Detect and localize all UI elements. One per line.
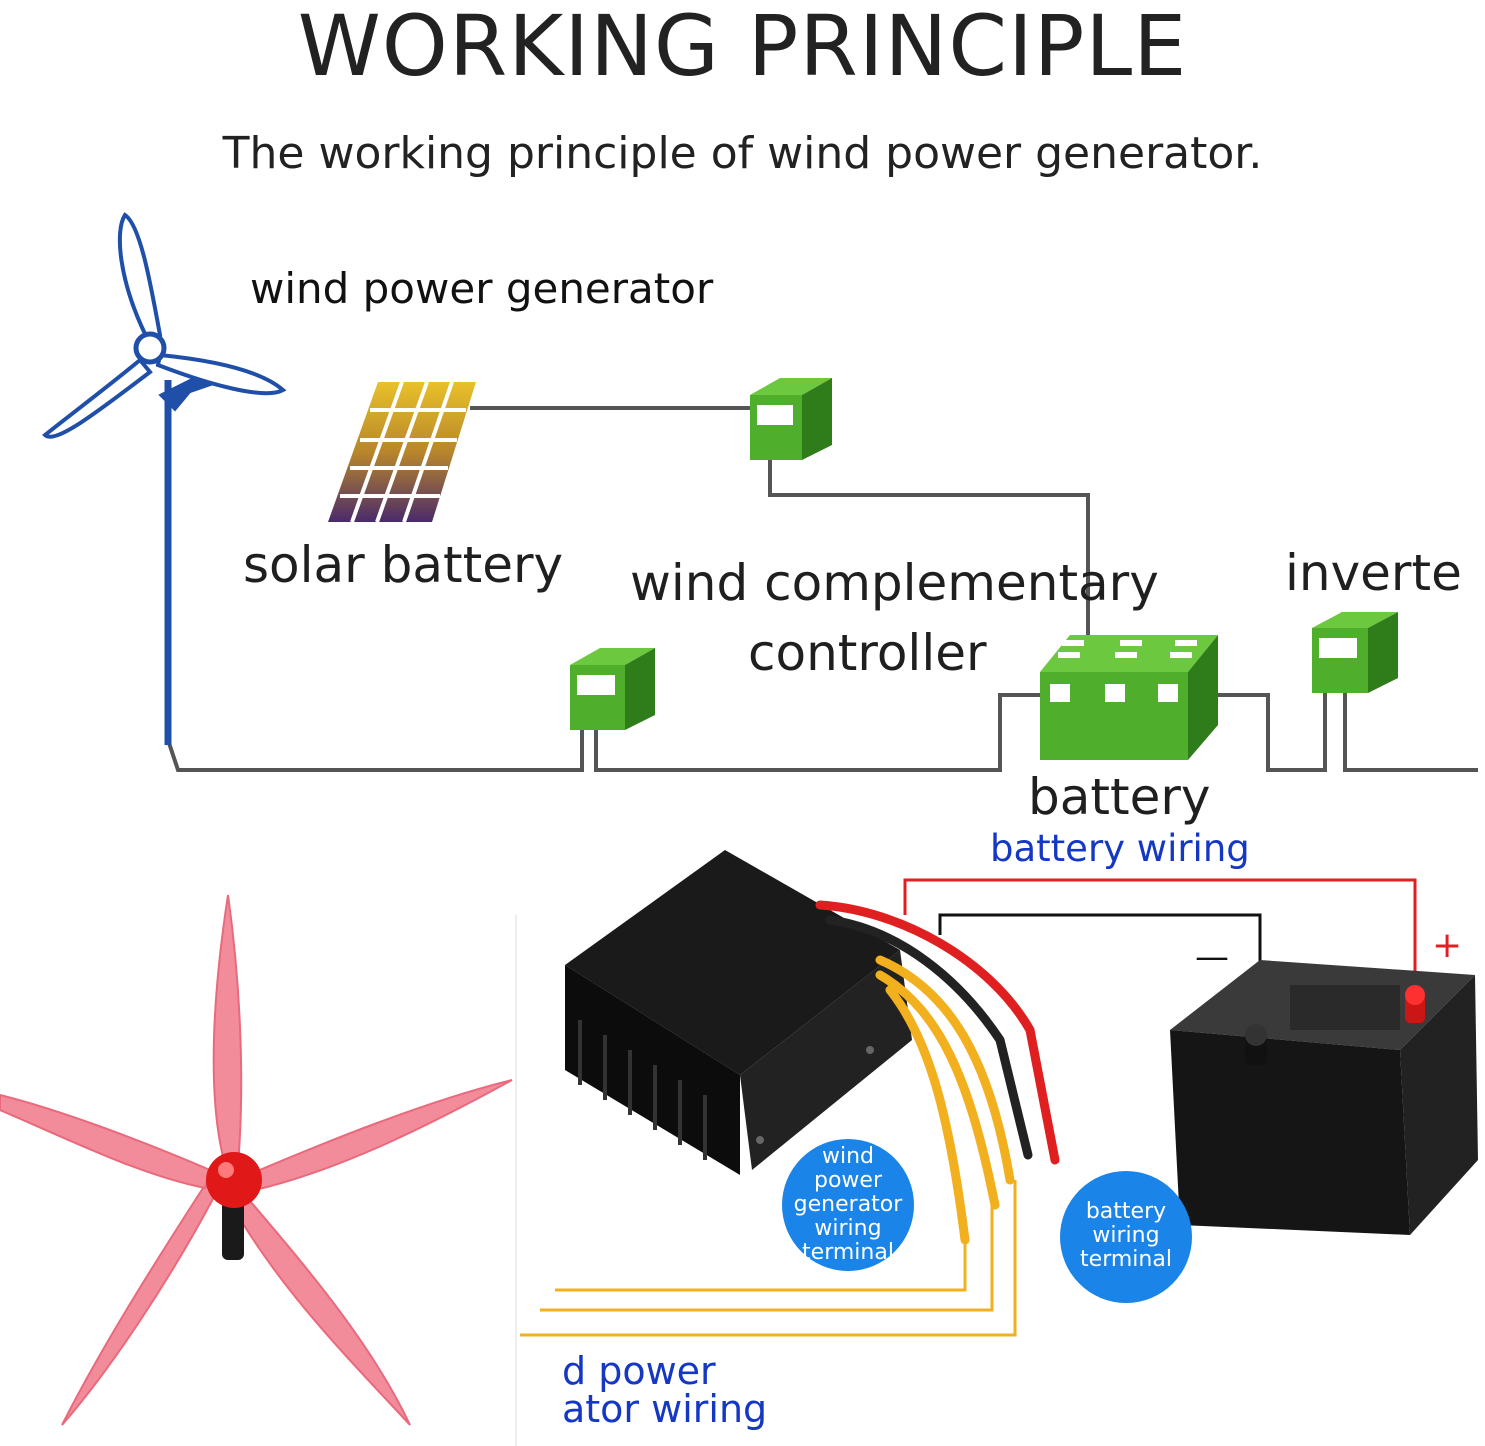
plus-sign: + (1432, 925, 1463, 966)
solar-panel-icon (328, 381, 476, 523)
controller-label-line1: wind complementary (630, 554, 1159, 612)
wind-turbine-icon (41, 212, 287, 745)
battery-icon (1040, 635, 1218, 760)
battery-terminal-badge-text: battery wiring terminal (1066, 1200, 1186, 1272)
page-title: WORKING PRINCIPLE (297, 0, 1188, 95)
badge-line: terminal (1080, 1247, 1172, 1272)
system-wiring (166, 406, 1478, 772)
badge-line: wiring (814, 1216, 882, 1241)
badge-line: generator (793, 1192, 903, 1217)
battery-wiring-label: battery wiring (990, 827, 1250, 870)
inverter-box-left-icon (570, 648, 655, 730)
badge-line: power (814, 1168, 882, 1193)
inverter-label: inverte (1285, 544, 1462, 602)
wind-generator-label: wind power generator (250, 264, 714, 313)
controller-wires (815, 900, 1060, 1245)
controller-label-line2: controller (748, 624, 987, 682)
generator-wiring-label-line2: ator wiring (562, 1387, 768, 1431)
inverter-box-right-icon (1312, 612, 1398, 693)
minus-sign: — (1195, 937, 1229, 977)
generator-wiring-label-line1: d power (562, 1349, 716, 1393)
generator-terminal-badge-text: wind power generator wiring terminal (788, 1145, 908, 1265)
badge-line: battery (1085, 1199, 1167, 1224)
page-subtitle: The working principle of wind power gene… (222, 128, 1263, 179)
badge-line: wind (821, 1144, 874, 1169)
badge-line: wiring (1092, 1223, 1160, 1248)
generator-terminal-badge (782, 1139, 914, 1271)
badge-line: terminal (802, 1240, 894, 1265)
solar-battery-label: solar battery (243, 536, 564, 594)
controller-box-icon (750, 378, 832, 460)
car-battery-photo (1170, 960, 1478, 1235)
schematic-wires (520, 878, 1417, 1337)
pink-turbine-blades-icon (0, 894, 513, 1426)
turbine-hub-icon (206, 1152, 262, 1260)
battery-label: battery (1028, 768, 1211, 826)
charge-controller-photo (565, 850, 912, 1175)
battery-terminal-badge (1060, 1171, 1192, 1303)
